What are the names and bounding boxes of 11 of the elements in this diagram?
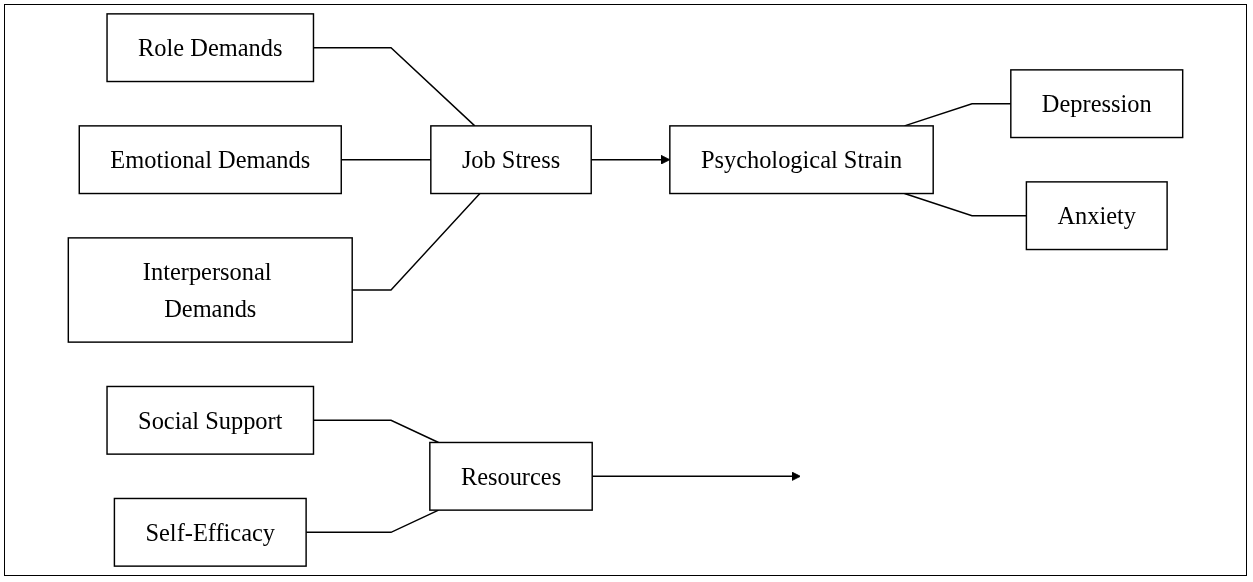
node-box [106, 13, 315, 83]
node-box [67, 237, 353, 343]
node-box [78, 125, 342, 195]
node-box [669, 125, 934, 195]
node-box [113, 497, 307, 567]
node-box [430, 125, 592, 195]
node-box [1010, 69, 1184, 139]
node-box [429, 441, 593, 511]
diagram-frame: Role Demands Emotional Demands Interpersonal Demands Job Stress Psychological Strain Depression Anxiety Resources Social Support Self-Efficacy [4, 4, 1247, 576]
node-box [106, 385, 315, 455]
node-box [1025, 181, 1168, 251]
